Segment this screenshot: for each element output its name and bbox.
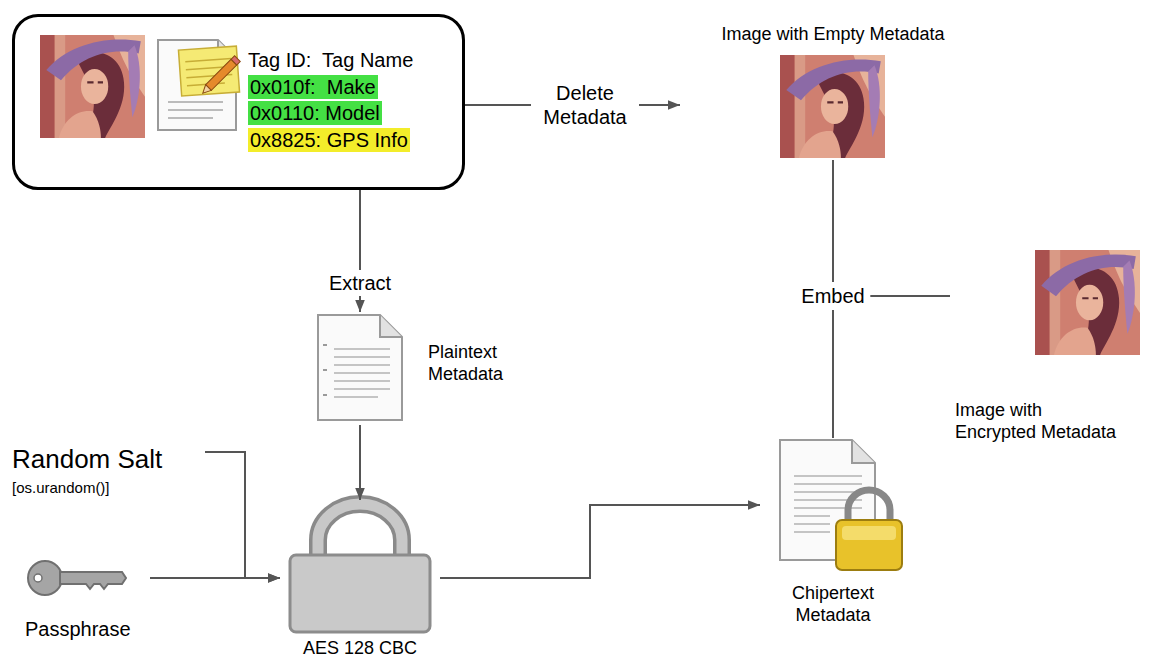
document-node: Plaintext Metadata (310, 312, 530, 425)
flow-arrow (150, 577, 280, 579)
image-node: Image with Empty Metadata (680, 24, 986, 160)
edge-label: Extract (325, 270, 395, 296)
edge-label: Delete Metadata (531, 80, 639, 130)
tag-row-slot: 0x0110: Model (248, 101, 382, 125)
document-label: Chipertext Metadata (760, 583, 906, 626)
edge-label-slot: Extract (325, 270, 395, 296)
input-title-slot: Random Salt (12, 444, 162, 475)
metadata-box: Tag ID: Tag Name 0x010f: Make0x0110: Mode… (12, 14, 465, 190)
cipher-label-slot: AES 128 CBC (280, 638, 440, 660)
flow-arrow (359, 425, 361, 500)
image-caption: Image with Empty Metadata (680, 24, 986, 46)
input-title: Random Salt (12, 444, 162, 475)
salt-node: Random Salt [os.urandom()] (8, 444, 205, 506)
tag-row-slot: 0x010f: Make (248, 75, 378, 99)
image-caption-slot: Image with Encrypted Metadata (955, 400, 1125, 443)
flow-arrow (833, 296, 950, 438)
document-label-slot: Chipertext Metadata (760, 583, 906, 626)
tag-row: 0x0110: Model (248, 101, 382, 125)
table-header: Tag ID: Tag Name (248, 48, 413, 72)
photo-thumbnail (780, 55, 885, 158)
tag-row: 0x010f: Make (248, 75, 378, 99)
key-label: Passphrase (25, 617, 131, 641)
step-label-slot: Embed (795, 282, 870, 310)
key-node: Passphrase (20, 555, 150, 645)
flow-arrow (205, 452, 280, 578)
cipher-node: AES 128 CBC (280, 500, 440, 662)
document-label-slot: Plaintext Metadata (428, 342, 528, 385)
step-label: Embed (795, 282, 870, 310)
code-text-slot: [os.urandom()] (12, 479, 110, 497)
image-caption-slot: Image with Empty Metadata (680, 24, 986, 46)
document-icon (318, 315, 402, 420)
encrypted-document-icon (780, 440, 902, 570)
padlock-symbol (290, 504, 430, 632)
tag-row: 0x8825: GPS Info (248, 128, 410, 152)
photo-thumbnail (1035, 250, 1140, 355)
document-edit-icon (158, 40, 240, 130)
flow-arrow (833, 160, 950, 296)
table-header-slot: Tag ID: Tag Name (248, 48, 413, 72)
image-node: Image with Encrypted Metadata (950, 248, 1160, 455)
document-node: Chipertext Metadata (760, 438, 906, 635)
key-symbol (28, 561, 126, 595)
tag-row-slot: 0x8825: GPS Info (248, 128, 410, 152)
image-caption: Image with Encrypted Metadata (955, 400, 1125, 443)
code-text: [os.urandom()] (12, 479, 110, 497)
flow-arrow (440, 505, 760, 578)
edge-label-slot: Delete Metadata (531, 80, 639, 130)
connectors (150, 105, 950, 578)
document-label: Plaintext Metadata (428, 342, 528, 385)
photo-thumbnail (40, 35, 145, 138)
key-label-slot: Passphrase (25, 617, 131, 641)
cipher-label: AES 128 CBC (280, 638, 440, 660)
